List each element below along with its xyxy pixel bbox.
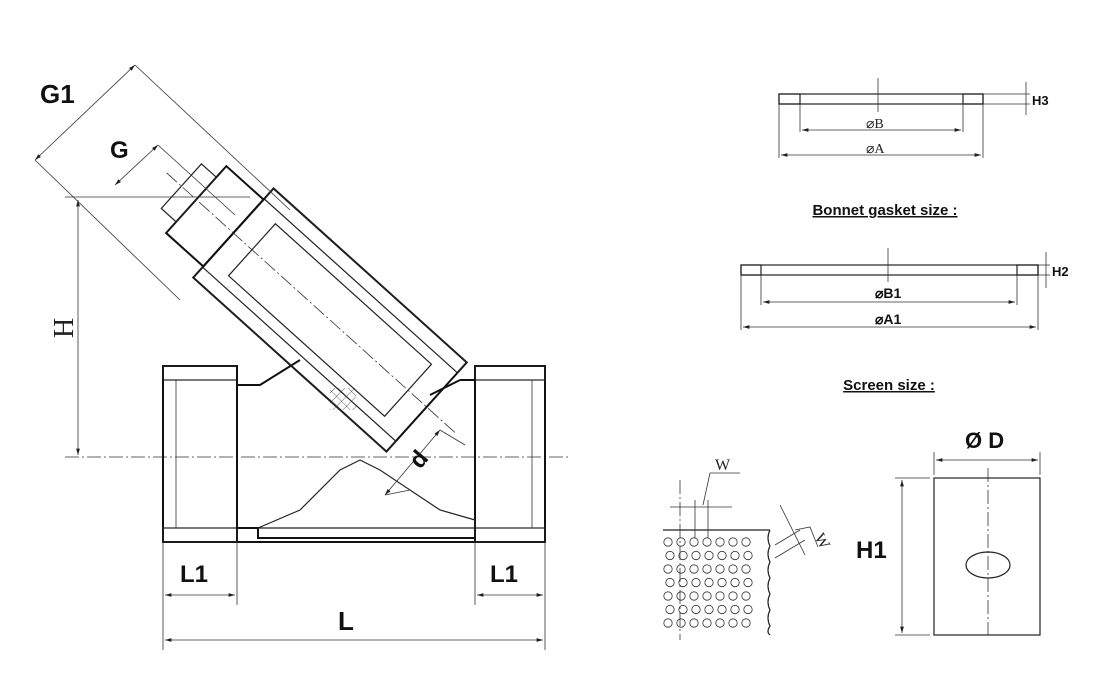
label-H1: H1 xyxy=(856,537,887,564)
perforation-hole xyxy=(676,537,686,547)
perforation-hole xyxy=(665,604,675,615)
perforation-hole xyxy=(676,591,686,601)
perforation-hole xyxy=(728,591,738,601)
perforation-hole xyxy=(702,537,712,547)
perforation-hole xyxy=(730,550,740,561)
perforation-hole xyxy=(717,550,727,561)
perforation-hole xyxy=(702,564,712,574)
label-G: G xyxy=(110,137,129,164)
perforation-hole xyxy=(689,591,699,601)
perforation-hole xyxy=(717,604,727,615)
perforation-hole xyxy=(730,577,740,588)
perforation-hole xyxy=(665,577,675,588)
perforation-hole xyxy=(704,604,714,615)
screen-cylinder-drawing: Ø D H1 xyxy=(856,428,1041,636)
perforation-hole xyxy=(730,604,740,615)
perforation-hole xyxy=(691,604,701,615)
mesh-symbol xyxy=(330,388,356,410)
y-strainer-section xyxy=(65,163,570,543)
label-diameter-B1: ⌀B1 xyxy=(875,285,902,301)
label-W-top: W xyxy=(715,457,731,474)
perforated-plate-drawing: W W xyxy=(663,457,833,640)
perforation-hole xyxy=(704,550,714,561)
perforation-hole xyxy=(676,618,686,628)
perforation-hole xyxy=(715,618,725,628)
screen-size-title: Screen size : xyxy=(843,377,935,394)
perforation-hole xyxy=(743,577,753,588)
perforation-hole xyxy=(678,550,688,561)
perforation-hole xyxy=(704,577,714,588)
label-diameter-A: ⌀A xyxy=(866,142,885,157)
perforation-hole xyxy=(728,537,738,547)
left-port xyxy=(162,365,238,543)
perforation-hole xyxy=(678,604,688,615)
right-port xyxy=(474,365,546,543)
label-L1-right: L1 xyxy=(490,561,518,588)
perforation-hole xyxy=(715,591,725,601)
label-diameter-A1: ⌀A1 xyxy=(875,311,902,327)
perforation-hole xyxy=(689,537,699,547)
bonnet-gasket-drawing: ⌀B1 ⌀A1 H2 xyxy=(740,248,1069,330)
valve-dimensions: G1 G H d L1 L1 L xyxy=(34,64,546,650)
perforation-hole xyxy=(741,564,751,574)
label-H: H xyxy=(49,318,80,338)
bonnet xyxy=(160,163,469,453)
perforation-hole xyxy=(663,564,673,574)
label-diameter-B: ⌀B xyxy=(866,117,884,132)
mesh-symbol-screen xyxy=(965,551,1011,579)
label-L1-left: L1 xyxy=(180,561,208,588)
perforation-hole xyxy=(663,537,673,547)
perforation-hole xyxy=(715,564,725,574)
perforation-hole xyxy=(676,564,686,574)
perforation-hole xyxy=(741,618,751,628)
perforation-hole xyxy=(691,577,701,588)
perforation-hole xyxy=(689,618,699,628)
perforation-hole xyxy=(728,564,738,574)
perforation-hole xyxy=(741,591,751,601)
perforation-hole xyxy=(678,577,688,588)
perforation-hole xyxy=(715,537,725,547)
perforation-hole xyxy=(702,591,712,601)
label-W-side: W xyxy=(811,531,834,553)
perforation-hole xyxy=(741,537,751,547)
label-d: d xyxy=(404,445,434,474)
perforation-hole xyxy=(691,550,701,561)
perforation-hole xyxy=(663,591,673,601)
cap-gasket-drawing: ⌀B ⌀A H3 xyxy=(778,78,1049,158)
label-G1: G1 xyxy=(40,79,75,109)
label-H3: H3 xyxy=(1032,93,1049,108)
label-H2: H2 xyxy=(1052,264,1069,279)
perforation-hole xyxy=(717,577,727,588)
perforation-hole xyxy=(663,618,673,628)
bonnet-gasket-title: Bonnet gasket size : xyxy=(812,202,957,219)
perforation-hole xyxy=(743,550,753,561)
perforation-hole xyxy=(702,618,712,628)
perforation-hole xyxy=(665,550,675,561)
label-diameter-D: Ø D xyxy=(965,428,1004,453)
perforation-hole xyxy=(689,564,699,574)
label-L: L xyxy=(338,606,354,636)
perforation-hole xyxy=(728,618,738,628)
perforation-hole xyxy=(743,604,753,615)
